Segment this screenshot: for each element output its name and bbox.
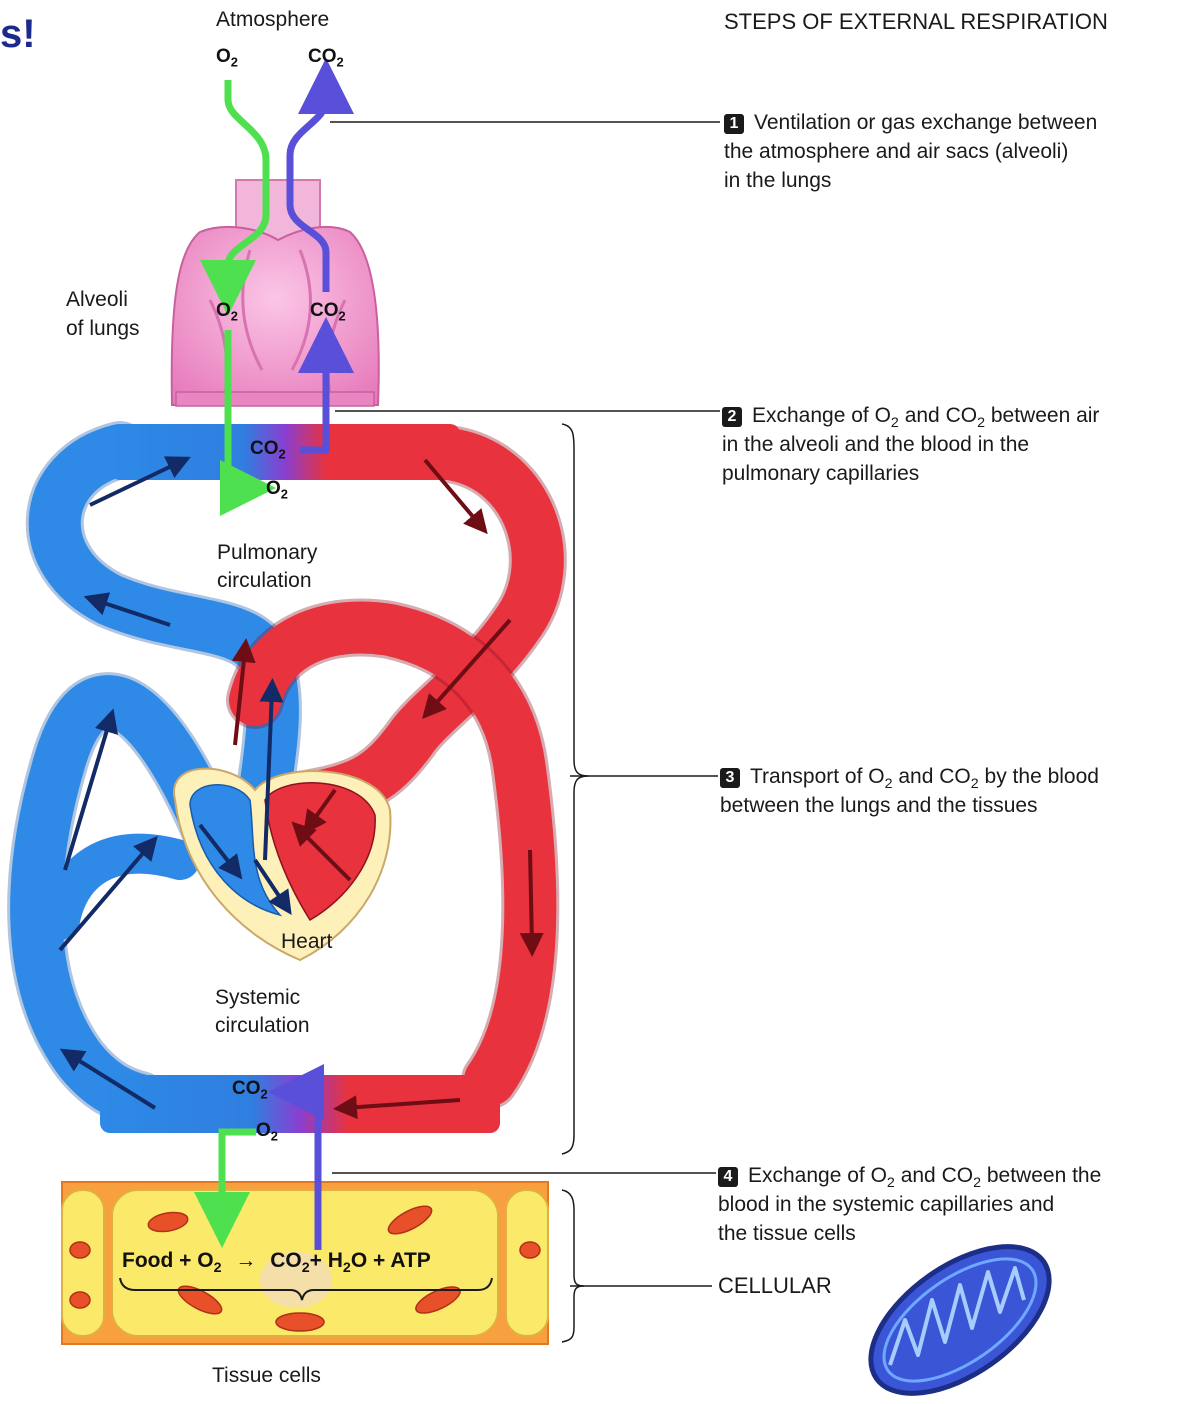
tissue-cells-label: Tissue cells [212,1364,321,1387]
oxygen-path [194,80,276,1248]
atmosphere-o2-label: O2 [216,46,238,70]
cellular-label: CELLULAR [718,1273,832,1298]
cellular-respiration-equation: Food + O2 → CO2+ H2O + ATP [122,1249,431,1276]
alveoli-co2-label: CO2 [310,300,346,324]
blood-flow-arrows [58,456,544,1120]
systemic-label-line1: Systemic [215,986,301,1009]
alveoli-o2-label: O2 [216,300,238,324]
alveoli-label-line1: Alveoli [66,288,128,311]
mitochondrion-icon [868,1244,1052,1396]
leader-lines [330,121,720,1343]
step-3-number: 3 [720,768,740,788]
systemic-co2-label: CO2 [232,1078,268,1102]
corner-title-fragment: s! [0,12,36,56]
pulmonary-o2-label: O2 [266,478,288,502]
systemic-o2-label: O2 [256,1120,278,1144]
heart [172,767,392,962]
carbon-dioxide-path [268,58,354,1250]
step-2-number: 2 [722,407,742,427]
step-1-number: 1 [724,114,744,134]
systemic-circulation-vessel [7,598,560,1133]
alveoli-label-line2: of lungs [66,317,140,340]
heart-label: Heart [281,930,333,953]
alveoli-lungs [170,225,380,407]
pulmonary-label-line2: circulation [217,569,312,592]
systemic-label-line2: circulation [215,1014,310,1037]
atmosphere-label: Atmosphere [216,8,330,31]
mitochondria-small [69,1205,541,1332]
step-4-number: 4 [718,1167,738,1187]
pulmonary-label-line1: Pulmonary [217,541,318,564]
steps-title: STEPS OF EXTERNAL RESPIRATION [724,9,1108,34]
pulmonary-co2-label: CO2 [250,438,286,462]
atmosphere-co2-label: CO2 [308,46,344,70]
